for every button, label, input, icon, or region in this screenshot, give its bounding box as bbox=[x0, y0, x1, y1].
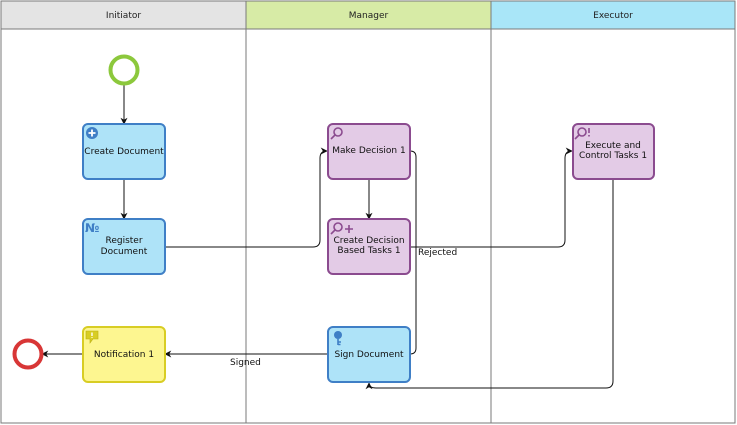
task-execute-control[interactable]: Execute and Control Tasks 1 bbox=[572, 123, 655, 180]
task-label: Sign Document bbox=[334, 350, 404, 360]
flow-sign-rejected-to-decision bbox=[409, 147, 417, 355]
key-icon bbox=[334, 331, 342, 346]
connectors bbox=[41, 85, 614, 390]
lane-manager-title: Manager bbox=[349, 11, 389, 21]
plus-circle-icon bbox=[86, 127, 98, 139]
task-create-document[interactable]: Create Document bbox=[82, 123, 166, 180]
edge-label-rejected: Rejected bbox=[418, 248, 457, 258]
search-plus-icon bbox=[330, 222, 353, 235]
search-alert-icon bbox=[574, 127, 590, 140]
task-notification[interactable]: Notification 1 bbox=[82, 326, 166, 383]
lane-executor-title: Executor bbox=[593, 11, 633, 21]
task-box[interactable] bbox=[82, 326, 166, 383]
task-label-line-1: Register bbox=[105, 236, 142, 246]
task-box[interactable] bbox=[82, 218, 166, 275]
task-label-line-2: Document bbox=[101, 247, 148, 257]
task-label: Notification 1 bbox=[94, 350, 154, 360]
end-event[interactable] bbox=[12, 338, 44, 370]
task-label: Create Document bbox=[84, 147, 164, 157]
lane-initiator-header bbox=[0, 0, 247, 30]
task-register-document[interactable]: № Register Document bbox=[82, 218, 166, 275]
flow-register-to-decision bbox=[165, 147, 328, 248]
task-label-line-2: Control Tasks 1 bbox=[579, 151, 647, 161]
task-box[interactable] bbox=[327, 326, 411, 383]
lane-executor-header bbox=[490, 0, 736, 30]
task-label-line-1: Create Decision bbox=[333, 236, 404, 246]
numero-icon: № bbox=[85, 221, 99, 235]
flow-execute-to-sign bbox=[365, 179, 614, 390]
task-sign-document[interactable]: Sign Document bbox=[327, 326, 411, 383]
start-event[interactable] bbox=[108, 54, 140, 86]
task-label: Make Decision 1 bbox=[332, 146, 405, 156]
flow-create-tasks-to-execute bbox=[410, 147, 573, 248]
task-label-line-2: Based Tasks 1 bbox=[337, 246, 400, 256]
task-box[interactable] bbox=[82, 123, 166, 180]
search-icon bbox=[330, 127, 343, 140]
task-label-line-1: Execute and bbox=[585, 141, 641, 151]
edge-label-signed: Signed bbox=[230, 358, 261, 368]
task-create-decision-tasks[interactable]: Create Decision Based Tasks 1 bbox=[327, 218, 411, 275]
task-make-decision[interactable]: Make Decision 1 bbox=[327, 123, 411, 180]
task-box[interactable] bbox=[572, 123, 655, 180]
lane-initiator-title: Initiator bbox=[106, 11, 141, 21]
task-box[interactable] bbox=[327, 123, 411, 180]
notification-icon bbox=[85, 330, 99, 344]
